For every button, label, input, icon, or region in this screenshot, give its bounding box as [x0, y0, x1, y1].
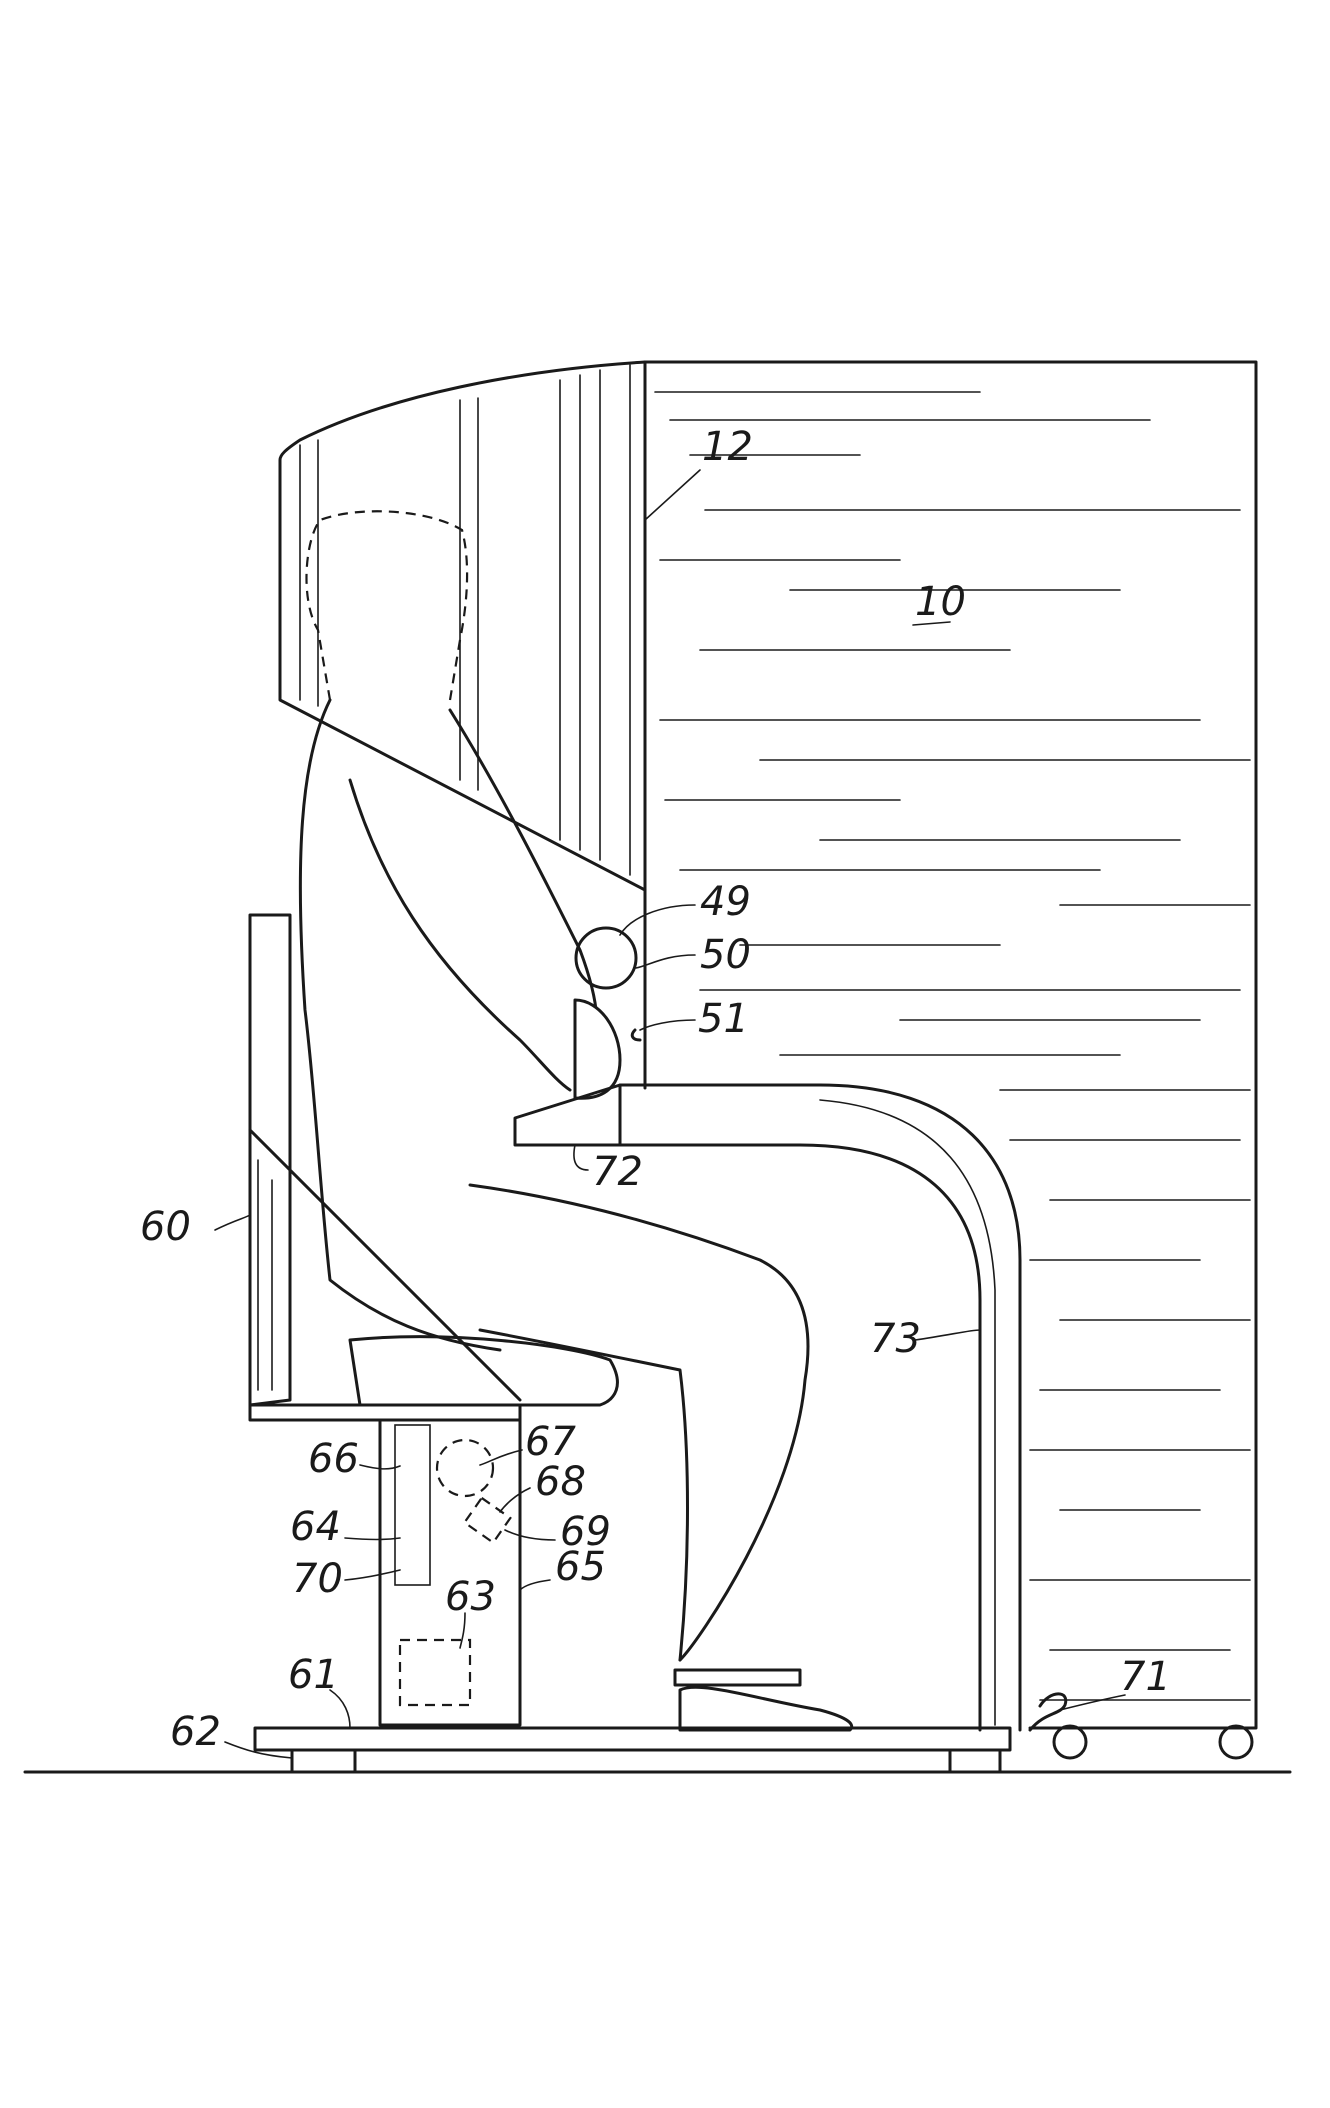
seated-user [298, 698, 854, 1732]
ref-70: 70 [292, 1556, 343, 1602]
counter-inner-edge [618, 1143, 982, 1732]
floor-skid [290, 1748, 357, 1774]
base-platform [253, 1726, 1012, 1752]
pedestal-housing [378, 1418, 522, 1727]
seat-back [248, 913, 522, 1407]
ref-62: 62 [170, 1709, 221, 1755]
column-73-edge [819, 1099, 996, 1726]
enclosure-hood [278, 360, 647, 892]
cord-plug [1028, 1692, 1068, 1732]
ref-69: 69 [560, 1509, 611, 1555]
ref-64: 64 [290, 1504, 341, 1550]
user-head-dashed [305, 510, 469, 701]
ref-50: 50 [700, 932, 751, 978]
ref-10-underline [912, 621, 951, 626]
ref-49: 49 [700, 879, 751, 925]
leader-lines [214, 469, 1126, 1759]
ref-61: 61 [288, 1652, 339, 1698]
ref-68: 68 [535, 1459, 586, 1505]
ref-67: 67 [525, 1419, 576, 1465]
control-lever [630, 1028, 642, 1042]
caster-wheel-right [1218, 1724, 1254, 1760]
ref-60: 60 [140, 1204, 191, 1250]
ref-63: 63 [445, 1574, 496, 1620]
control-knob [574, 926, 638, 990]
caster-wheel-left [1052, 1724, 1088, 1760]
ref-51: 51 [698, 996, 749, 1042]
ref-72: 72 [592, 1149, 643, 1195]
ref-71: 71 [1120, 1654, 1171, 1700]
seat-pan [248, 1403, 522, 1422]
ref-12: 12 [702, 424, 753, 470]
counter-outer-edge [618, 1083, 1022, 1732]
cabinet [643, 360, 1258, 1730]
floor-skid-right [948, 1748, 1002, 1774]
seat-cushion [348, 1335, 619, 1407]
ref-65: 65 [555, 1544, 606, 1590]
ref-10: 10 [915, 579, 966, 625]
ref-73: 73 [870, 1316, 921, 1362]
ref-66: 66 [308, 1436, 359, 1482]
